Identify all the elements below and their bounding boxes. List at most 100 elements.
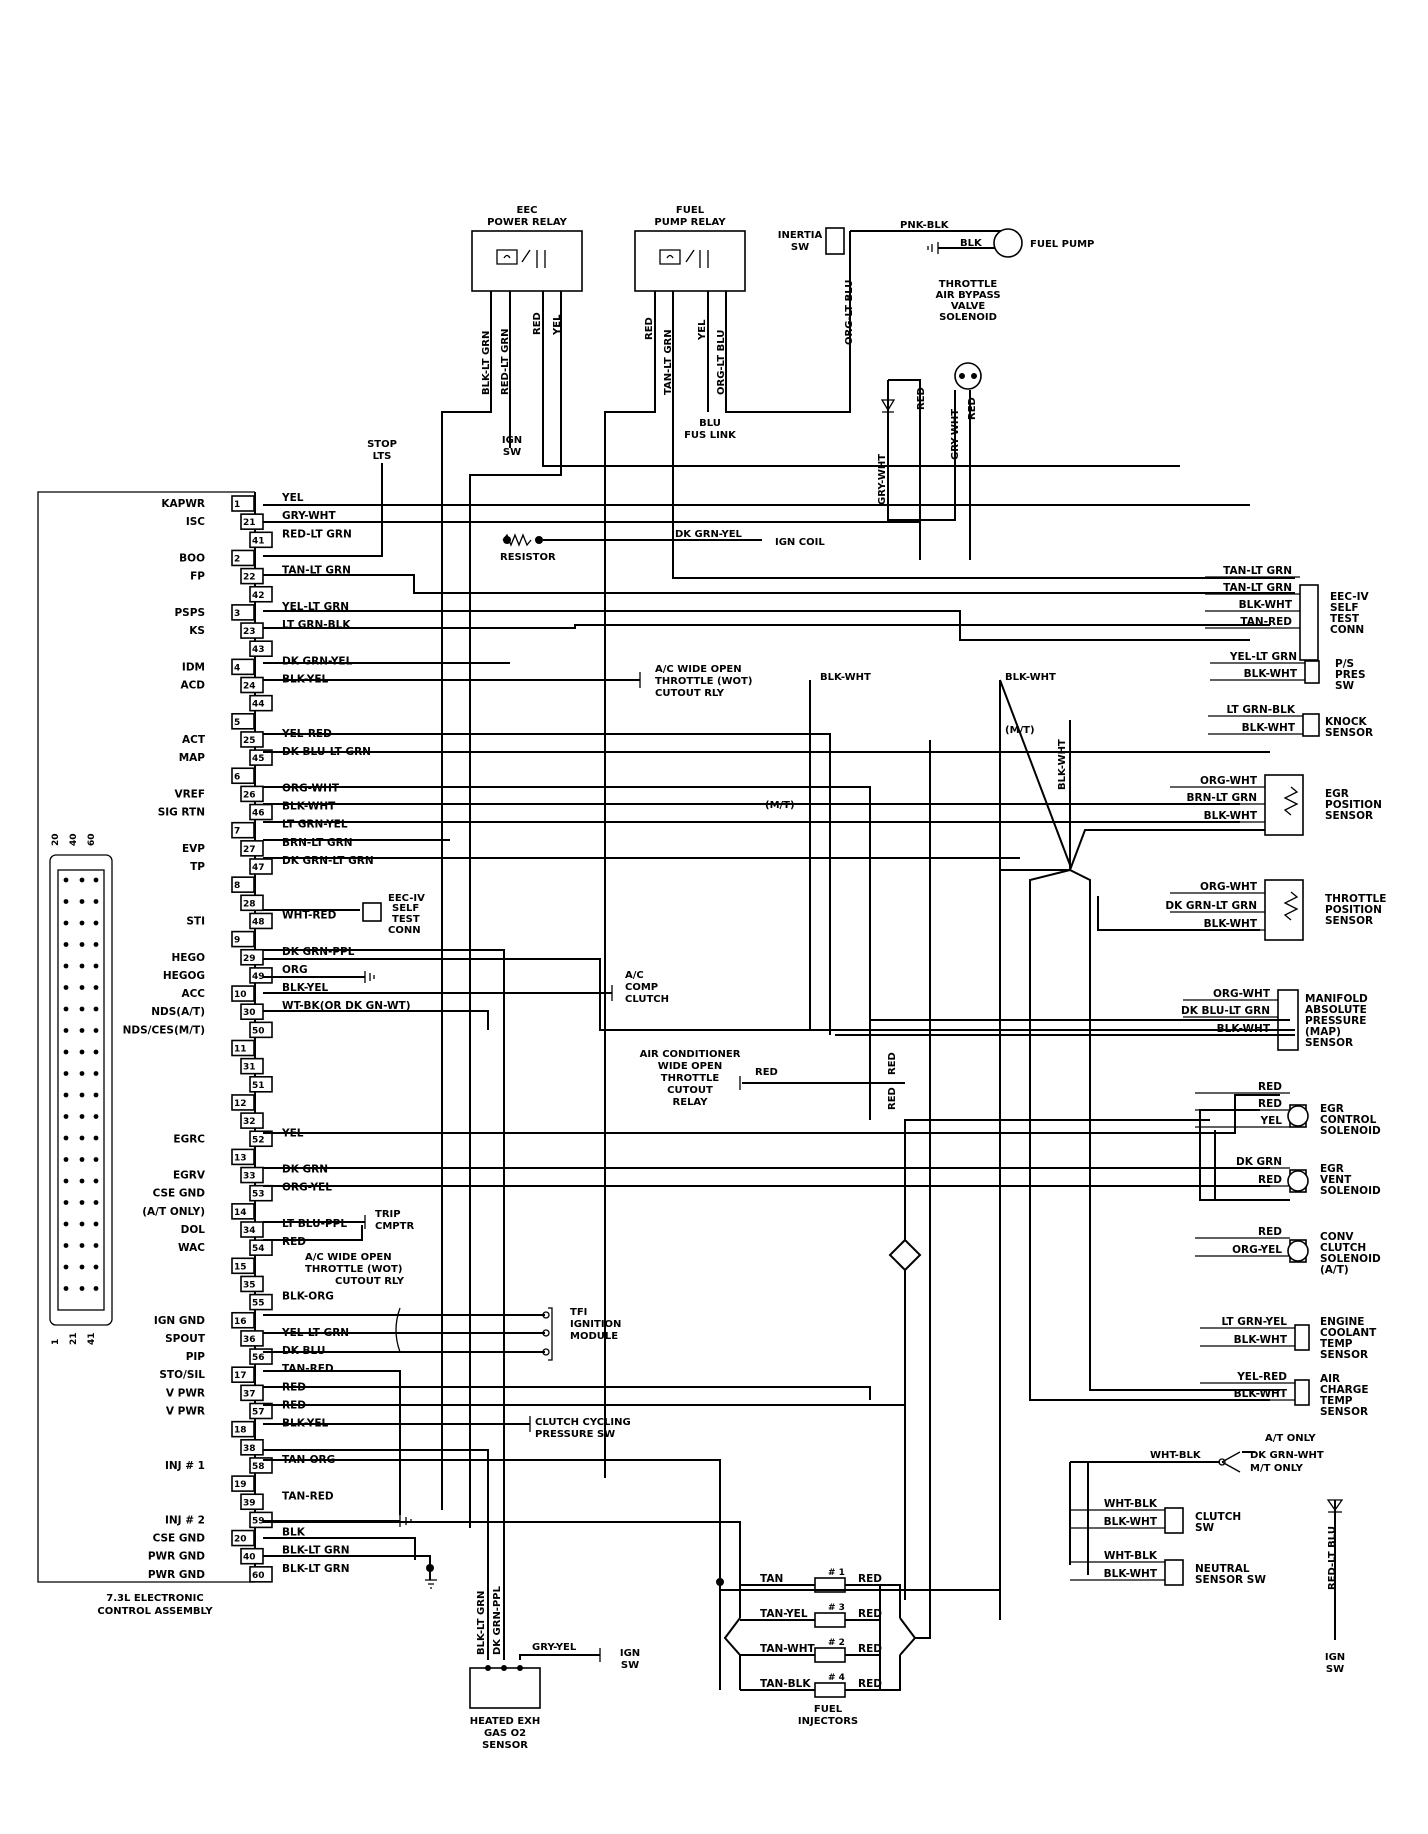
ecu-label-21: ISC [186, 516, 205, 528]
act-name-2: CHARGE [1320, 1384, 1369, 1396]
pin-box-55 [249, 1293, 273, 1311]
act-name-3: TEMP [1320, 1395, 1353, 1407]
connector-pin [79, 942, 85, 947]
pin-box-45 [249, 749, 273, 766]
connector-pin [79, 899, 85, 904]
pin-box-16 [231, 1311, 255, 1329]
pin-num-13: 13 [234, 1153, 247, 1163]
ecu-label-25: ACT [182, 734, 206, 746]
egr_pos-name-1: EGR [1325, 788, 1349, 800]
pin-num-58: 58 [252, 1462, 265, 1472]
inertia-switch-fuel-pump: INERTIA SW PNK-BLK BLK FUEL PUMP ORG-LT … [778, 220, 1095, 345]
egr_pos-wire-1: ORG-WHT [1200, 775, 1258, 787]
neutral-name-1: NEUTRAL [1195, 1563, 1250, 1575]
pin-box-53 [249, 1184, 273, 1202]
ecu-label-36: SPOUT [165, 1333, 206, 1345]
pin-box-9 [231, 930, 255, 948]
tab-2: AIR BYPASS [935, 290, 1000, 301]
connector-pin [79, 1221, 85, 1227]
pin-num-26: 26 [243, 790, 256, 800]
ect-component [1294, 1324, 1310, 1351]
blk-wht-mid1: BLK-WHT [820, 672, 871, 683]
pin-box-34 [240, 1221, 264, 1238]
connector-pin [63, 985, 69, 990]
hego-sensor: BLK-LT GRN DK GRN-PPL GRY-YEL IGN SW HEA… [263, 949, 640, 1751]
connector-pin [79, 1200, 85, 1205]
tab-3: VALVE [951, 301, 986, 312]
pin-num-47: 47 [252, 863, 265, 873]
knock-wire-2: BLK-WHT [1242, 722, 1296, 734]
eec-stc-3: TEST [392, 914, 420, 925]
ac-wot-1: A/C WIDE OPEN [655, 664, 742, 675]
hego-3: SENSOR [482, 1740, 528, 1751]
connector-pin [93, 1092, 99, 1098]
pin-num-57: 57 [252, 1408, 265, 1418]
ecu-wire-4: DK GRN-YEL [282, 655, 353, 667]
ac-comp-3: CLUTCH [625, 994, 669, 1005]
connector-pin [63, 1092, 69, 1098]
acwot2-2: WIDE OPEN [658, 1061, 722, 1072]
dk-grn-yel-coil: DK GRN-YEL [675, 529, 743, 540]
ecu-label-24: ACD [180, 680, 205, 692]
pin-num-18: 18 [234, 1426, 247, 1436]
mt-only: M/T ONLY [1250, 1463, 1304, 1474]
tps-component [1264, 879, 1304, 941]
tps-name-3: SENSOR [1325, 915, 1373, 927]
eec-relay-title-2: POWER RELAY [487, 217, 568, 228]
pin-box-23 [240, 622, 264, 639]
pin-num-8: 8 [234, 881, 240, 891]
pin-box-54 [249, 1239, 273, 1256]
clutch-cyc-2: PRESSURE SW [535, 1429, 615, 1440]
eec-stc-4: CONN [388, 925, 421, 936]
pin-box-27 [240, 840, 264, 857]
org-lt-blu: ORG-LT BLU [844, 280, 855, 345]
conn-num-1: 1 [51, 1339, 61, 1345]
conn-num-40: 40 [69, 833, 79, 846]
red-v2: RED [887, 1087, 898, 1110]
pin-box-52 [249, 1130, 273, 1148]
connector-pin [63, 1157, 69, 1162]
pin-box-50 [249, 1021, 273, 1039]
pin-num-21: 21 [243, 518, 256, 528]
connector-pin [93, 920, 99, 926]
neutral-name-2: SENSOR SW [1195, 1574, 1266, 1586]
pin-box-41 [249, 531, 273, 549]
connector-pin [63, 1286, 69, 1291]
pin-num-29: 29 [243, 954, 256, 964]
ecu-wire-53: ORG-YEL [282, 1182, 332, 1194]
pin-box-35 [240, 1275, 264, 1293]
pin-num-32: 32 [243, 1117, 256, 1127]
pin-box-44 [249, 694, 273, 712]
pin-box-36 [240, 1330, 264, 1347]
ecu-label-1: KAPWR [161, 498, 205, 510]
fuel-pump-relay: FUEL PUMP RELAY RED TAN-LT GRN YEL ORG-L… [604, 205, 1295, 1478]
inertia-1: INERTIA [778, 230, 823, 241]
act-name-1: AIR [1320, 1373, 1340, 1385]
fp-relay-wire-1: RED [644, 317, 655, 340]
conv-name-2: CLUTCH [1320, 1242, 1366, 1254]
pin-box-5 [231, 712, 255, 730]
inj-right-wire: RED [858, 1643, 882, 1655]
ecu-label-58: INJ # 1 [165, 1460, 205, 1472]
at-only: A/T ONLY [1265, 1433, 1316, 1444]
clutch-component [1164, 1507, 1184, 1534]
inertia-2: SW [791, 242, 809, 253]
inj-num: # 4 [828, 1673, 845, 1683]
eec-stc-1: EEC-IV [388, 893, 425, 904]
self_test_conn-name-2: SELF [1330, 602, 1359, 614]
pin-num-25: 25 [243, 736, 256, 746]
ac-wot-2: THROTTLE (WOT) [655, 676, 752, 687]
ecu-connector-face: 20 40 60 1 21 41 [49, 833, 113, 1345]
hego-1: HEATED EXH [470, 1716, 541, 1727]
connector-pin [93, 942, 99, 947]
pin-num-51: 51 [252, 1081, 265, 1091]
map-name-5: SENSOR [1305, 1037, 1353, 1049]
ecu-wire-48: WHT-RED [282, 909, 337, 921]
gry-yel: GRY-YEL [532, 1642, 577, 1653]
pin-num-1: 1 [234, 500, 240, 510]
ecu-label-37: V PWR [166, 1387, 205, 1399]
pin-box-6 [231, 767, 255, 785]
ps_sw-name-2: PRES [1335, 669, 1366, 681]
middle-labels: A/C WIDE OPEN THROTTLE (WOT) CUTOUT RLY … [305, 664, 1068, 1440]
acwot2-3: THROTTLE [661, 1073, 720, 1084]
